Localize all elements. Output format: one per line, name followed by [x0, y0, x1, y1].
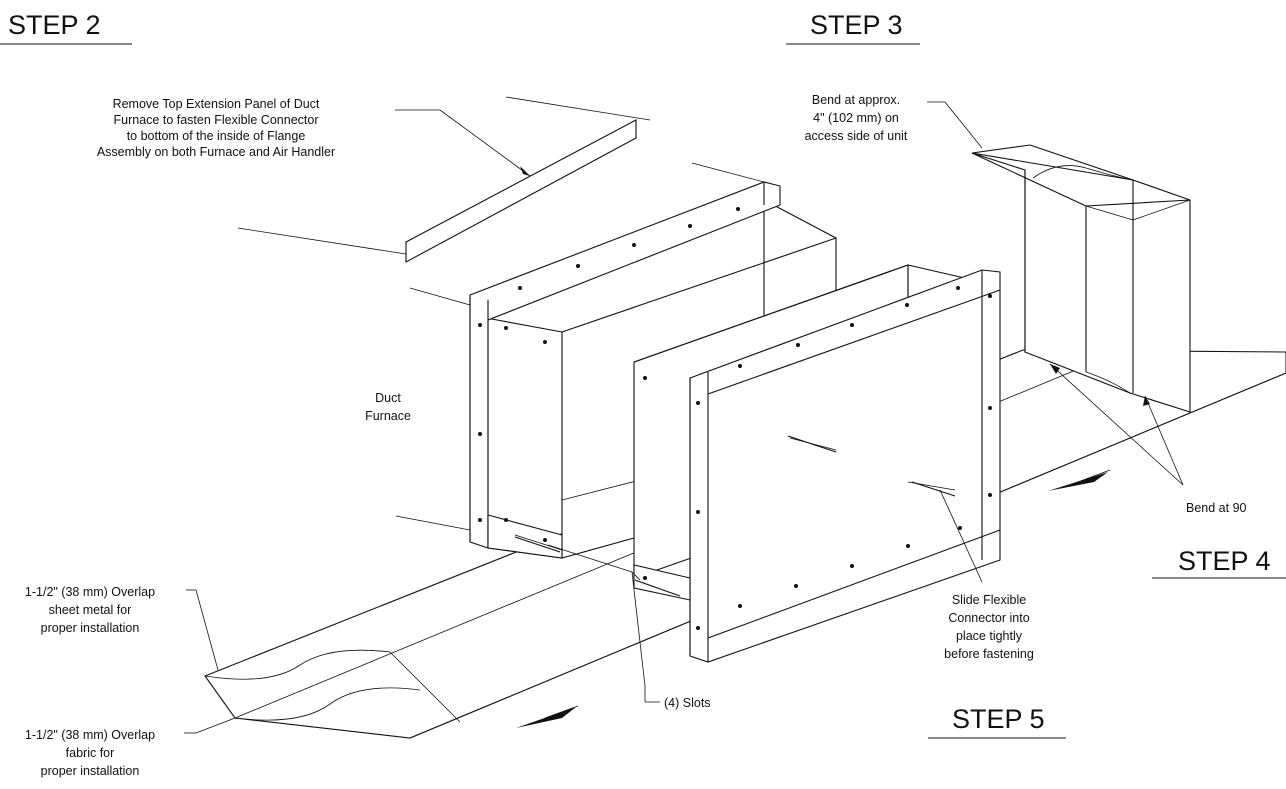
step-2-label: STEP 2: [8, 10, 101, 40]
svg-text:Bend at approx.: Bend at approx.: [812, 93, 900, 107]
svg-text:fabric for: fabric for: [66, 746, 115, 760]
svg-text:1-1/2" (38 mm) Overlap: 1-1/2" (38 mm) Overlap: [25, 728, 155, 742]
callout-duct-furnace: Duct Furnace: [365, 391, 411, 423]
air-handler-flange: [633, 264, 1001, 663]
fastener-dots: [478, 207, 992, 630]
step-3-heading: STEP 3: [786, 10, 920, 45]
step-2-heading: STEP 2: [0, 10, 132, 45]
svg-text:Bend at 90: Bend at 90: [1186, 501, 1247, 515]
callout-overlap-sheet: 1-1/2" (38 mm) Overlap sheet metal for p…: [25, 585, 155, 635]
step-3-label: STEP 3: [810, 10, 903, 40]
svg-text:access side of unit: access side of unit: [805, 129, 908, 143]
svg-text:to bottom of the inside of Fla: to bottom of the inside of Flange: [127, 129, 306, 143]
svg-text:4" (102 mm) on: 4" (102 mm) on: [813, 111, 899, 125]
svg-text:place tightly: place tightly: [956, 629, 1023, 643]
svg-text:proper installation: proper installation: [41, 764, 140, 778]
svg-text:before fastening: before fastening: [944, 647, 1034, 661]
top-extension-panel: [405, 119, 637, 263]
svg-text:Connector into: Connector into: [948, 611, 1029, 625]
step-5-label: STEP 5: [952, 704, 1045, 734]
slot-marks: [514, 435, 956, 597]
callout-remove-panel: Remove Top Extension Panel of Duct Furna…: [97, 97, 335, 159]
bent-connector: [971, 144, 1191, 491]
callout-slide-connector: Slide Flexible Connector into place tigh…: [944, 593, 1034, 661]
svg-text:Remove Top Extension Panel of: Remove Top Extension Panel of Duct: [113, 97, 320, 111]
svg-text:1-1/2" (38 mm) Overlap: 1-1/2" (38 mm) Overlap: [25, 585, 155, 599]
svg-text:proper installation: proper installation: [41, 621, 140, 635]
svg-text:Slide Flexible: Slide Flexible: [952, 593, 1026, 607]
step-4-label: STEP 4: [1178, 546, 1271, 576]
callout-overlap-fabric: 1-1/2" (38 mm) Overlap fabric for proper…: [25, 728, 155, 778]
callout-bend-90: Bend at 90: [1186, 501, 1247, 515]
step-4-heading: STEP 4: [1152, 546, 1286, 579]
callout-bend-approx: Bend at approx. 4" (102 mm) on access si…: [805, 93, 908, 143]
svg-text:Assembly on both Furnace and A: Assembly on both Furnace and Air Handler: [97, 145, 335, 159]
svg-text:Furnace to fasten Flexible Con: Furnace to fasten Flexible Connector: [114, 113, 319, 127]
svg-text:sheet metal for: sheet metal for: [49, 603, 132, 617]
leader-lines: [184, 96, 1184, 734]
step-5-heading: STEP 5: [928, 704, 1066, 739]
svg-text:Furnace: Furnace: [365, 409, 411, 423]
svg-text:(4) Slots: (4) Slots: [664, 696, 711, 710]
svg-text:Duct: Duct: [375, 391, 401, 405]
callout-slots: (4) Slots: [664, 696, 711, 710]
